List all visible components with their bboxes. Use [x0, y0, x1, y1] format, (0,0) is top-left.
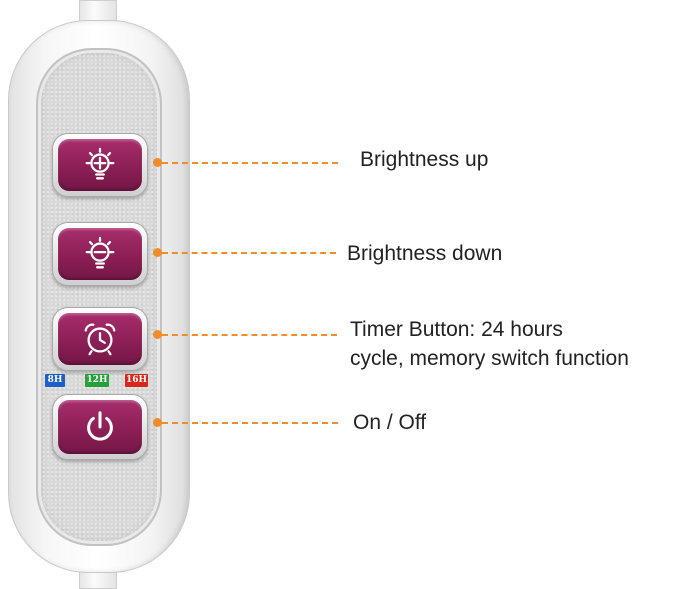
label-brightness-up: Brightness up [360, 148, 489, 171]
leader-brightness-down [162, 252, 336, 254]
bulb-plus-icon [85, 147, 115, 180]
timer-led-12h: 12H [85, 374, 109, 387]
timer-led-8h: 8H [45, 374, 65, 387]
leader-brightness-up [162, 162, 338, 164]
leader-power [162, 422, 338, 424]
power-icon [87, 411, 113, 441]
alarm-clock-icon [84, 323, 116, 356]
callout-dot-brightness-up [153, 158, 162, 167]
callout-dot-power [153, 418, 162, 427]
control-panel [36, 48, 162, 546]
callout-dot-brightness-down [153, 248, 162, 257]
timer-led-16h: 16H [125, 374, 148, 387]
label-power: On / Off [353, 411, 427, 434]
bulb-minus-icon [85, 236, 115, 269]
label-brightness-down: Brightness down [347, 242, 503, 265]
leader-timer [162, 334, 337, 336]
label-timer-line2: cycle, memory switch function [350, 347, 629, 370]
callout-dot-timer [153, 330, 162, 339]
brightness-up-button[interactable] [52, 133, 148, 197]
power-button[interactable] [52, 394, 148, 460]
brightness-down-button[interactable] [52, 222, 148, 286]
timer-button[interactable] [52, 307, 148, 371]
label-timer-line1: Timer Button: 24 hours [350, 318, 563, 341]
